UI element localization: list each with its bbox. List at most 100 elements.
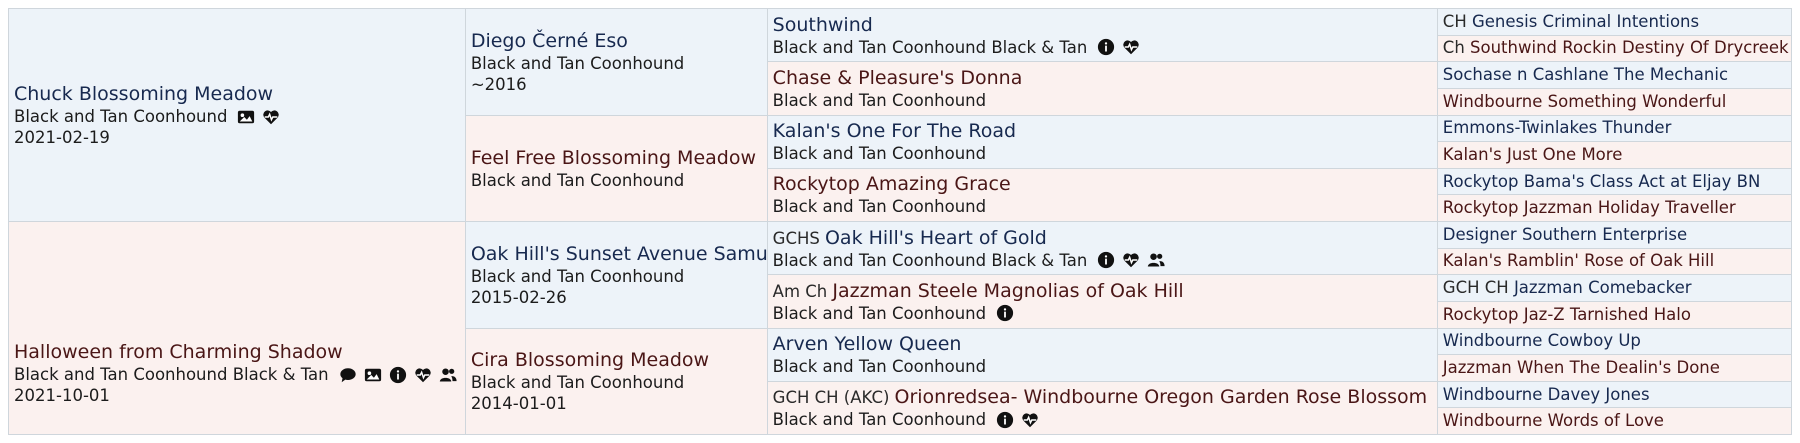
- heart-pulse-icon[interactable]: [262, 108, 280, 126]
- dsd-title: Am Ch: [772, 281, 828, 301]
- ssss-title: CH: [1442, 11, 1467, 31]
- sssd-title: Ch: [1442, 38, 1465, 58]
- dsds-cell: GCH CH Jazzman Comebacker: [1436, 274, 1793, 302]
- sssd-name-link[interactable]: Southwind Rockin Destiny Of Drycreek: [1470, 38, 1789, 58]
- dam-dam-name-link[interactable]: Cira Blossoming Meadow: [470, 349, 710, 372]
- sire-cell: Chuck Blossoming Meadow Black and Tan Co…: [8, 8, 466, 222]
- sds-cell: Kalan's One For The Road Black and Tan C…: [766, 114, 1438, 169]
- dam-dam-cell: Cira Blossoming Meadow Black and Tan Coo…: [464, 327, 768, 435]
- sss-cell: Southwind Black and Tan Coonhound Black …: [766, 7, 1438, 63]
- ssdd-cell: Windbourne Something Wonderful: [1436, 87, 1793, 116]
- dsss-cell: Designer Southern Enterprise: [1436, 221, 1793, 249]
- info-icon[interactable]: [996, 411, 1014, 429]
- sdd-cell: Rockytop Amazing Grace Black and Tan Coo…: [766, 167, 1438, 223]
- sire-name-link[interactable]: Chuck Blossoming Meadow: [14, 83, 274, 105]
- sss-breed: Black and Tan Coonhound Black & Tan: [772, 37, 1088, 57]
- sire-birthdate: 2021-02-19: [14, 128, 110, 147]
- dam-name-link[interactable]: Halloween from Charming Shadow: [14, 341, 343, 363]
- sire-dam-name-link[interactable]: Feel Free Blossoming Meadow: [470, 146, 756, 169]
- ddsd-cell: Jazzman When The Dealin's Done: [1436, 354, 1793, 382]
- dsd-cell: Am Ch Jazzman Steele Magnolias of Oak Hi…: [766, 274, 1438, 329]
- comment-icon[interactable]: [339, 366, 357, 384]
- info-icon[interactable]: [389, 366, 407, 384]
- dddd-cell: Windbourne Words of Love: [1436, 407, 1793, 435]
- dss-cell: GCHS Oak Hill's Heart of Gold Black and …: [766, 220, 1438, 276]
- sdd-breed: Black and Tan Coonhound: [772, 197, 987, 217]
- users-icon[interactable]: [439, 366, 457, 384]
- dam-sire-cell: Oak Hill's Sunset Avenue Samu Black and …: [464, 221, 768, 329]
- heart-pulse-icon[interactable]: [1122, 251, 1140, 269]
- heart-pulse-icon[interactable]: [1021, 411, 1039, 429]
- ssd-breed: Black and Tan Coonhound: [772, 90, 987, 110]
- ssds-name-link[interactable]: Sochase n Cashlane The Mechanic: [1442, 65, 1729, 85]
- dsds-title: GCH CH: [1442, 278, 1509, 298]
- dsss-name-link[interactable]: Designer Southern Enterprise: [1442, 224, 1688, 244]
- dss-name-link[interactable]: Oak Hill's Heart of Gold: [824, 226, 1047, 249]
- sire-sire-date: ~2016: [470, 74, 527, 94]
- ssds-cell: Sochase n Cashlane The Mechanic: [1436, 61, 1793, 89]
- dss-title: GCHS: [772, 228, 820, 248]
- sire-dam-breed: Black and Tan Coonhound: [470, 170, 685, 190]
- dsds-name-link[interactable]: Jazzman Comebacker: [1513, 278, 1692, 298]
- sdsd-cell: Kalan's Just One More: [1436, 141, 1793, 169]
- ddds-name-link[interactable]: Windbourne Davey Jones: [1442, 384, 1650, 404]
- dam-dam-date: 2014-01-01: [470, 394, 567, 414]
- info-icon[interactable]: [1097, 251, 1115, 269]
- sire-dam-cell: Feel Free Blossoming Meadow Black and Ta…: [464, 114, 768, 222]
- info-icon[interactable]: [996, 304, 1014, 322]
- sdd-name-link[interactable]: Rockytop Amazing Grace: [772, 173, 1011, 196]
- pedigree-table: Chuck Blossoming Meadow Black and Tan Co…: [8, 7, 1793, 436]
- dsdd-name-link[interactable]: Rockytop Jaz-Z Tarnished Halo: [1442, 304, 1691, 324]
- ssdd-name-link[interactable]: Windbourne Something Wonderful: [1442, 91, 1727, 111]
- dds-breed: Black and Tan Coonhound: [772, 357, 987, 377]
- dssd-name-link[interactable]: Kalan's Ramblin' Rose of Oak Hill: [1442, 251, 1715, 271]
- sds-name-link[interactable]: Kalan's One For The Road: [772, 120, 1017, 143]
- ddss-name-link[interactable]: Windbourne Cowboy Up: [1442, 331, 1641, 351]
- heart-pulse-icon[interactable]: [414, 366, 432, 384]
- dam-breed: Black and Tan Coonhound Black & Tan: [14, 365, 329, 384]
- sdds-name-link[interactable]: Rockytop Bama's Class Act at Eljay BN: [1442, 171, 1761, 191]
- dam-cell: Halloween from Charming Shadow Black and…: [8, 221, 466, 435]
- ssd-cell: Chase & Pleasure's Donna Black and Tan C…: [766, 61, 1438, 116]
- info-icon[interactable]: [1097, 38, 1115, 56]
- sss-name-link[interactable]: Southwind: [772, 13, 873, 36]
- sire-sire-breed: Black and Tan Coonhound: [470, 53, 685, 73]
- sire-sire-cell: Diego Černé Eso Black and Tan Coonhound …: [464, 8, 768, 116]
- sdss-cell: Emmons-Twinlakes Thunder: [1436, 114, 1793, 143]
- ddd-cell: GCH CH (AKC) Orionredsea- Windbourne Ore…: [766, 380, 1438, 436]
- image-icon[interactable]: [237, 108, 255, 126]
- dam-sire-name-link[interactable]: Oak Hill's Sunset Avenue Samu: [470, 242, 768, 265]
- dsd-name-link[interactable]: Jazzman Steele Magnolias of Oak Hill: [832, 279, 1184, 302]
- sdsd-name-link[interactable]: Kalan's Just One More: [1442, 144, 1623, 164]
- sssd-cell: Ch Southwind Rockin Destiny Of Drycreek: [1436, 34, 1793, 63]
- ssss-cell: CH Genesis Criminal Intentions: [1436, 8, 1793, 36]
- dds-cell: Arven Yellow Queen Black and Tan Coonhou…: [766, 327, 1438, 382]
- dssd-cell: Kalan's Ramblin' Rose of Oak Hill: [1436, 247, 1793, 276]
- ddss-cell: Windbourne Cowboy Up: [1436, 327, 1793, 356]
- sds-breed: Black and Tan Coonhound: [772, 144, 987, 164]
- sddd-cell: Rockytop Jazzman Holiday Traveller: [1436, 194, 1793, 222]
- dss-breed: Black and Tan Coonhound Black & Tan: [772, 250, 1088, 270]
- sdds-cell: Rockytop Bama's Class Act at Eljay BN: [1436, 167, 1793, 196]
- dam-birthdate: 2021-10-01: [14, 386, 110, 405]
- sire-sire-name-link[interactable]: Diego Černé Eso: [470, 29, 628, 52]
- dddd-name-link[interactable]: Windbourne Words of Love: [1442, 411, 1664, 431]
- dam-sire-date: 2015-02-26: [470, 287, 567, 307]
- dam-sire-breed: Black and Tan Coonhound: [470, 266, 685, 286]
- ddd-name-link[interactable]: Orionredsea- Windbourne Oregon Garden Ro…: [894, 386, 1428, 409]
- heart-pulse-icon[interactable]: [1122, 38, 1140, 56]
- ddds-cell: Windbourne Davey Jones: [1436, 380, 1793, 409]
- sddd-name-link[interactable]: Rockytop Jazzman Holiday Traveller: [1442, 198, 1736, 218]
- ddsd-name-link[interactable]: Jazzman When The Dealin's Done: [1442, 357, 1720, 377]
- ddd-breed: Black and Tan Coonhound: [772, 410, 987, 430]
- image-icon[interactable]: [364, 366, 382, 384]
- users-icon[interactable]: [1147, 251, 1165, 269]
- sire-breed: Black and Tan Coonhound: [14, 107, 228, 126]
- dds-name-link[interactable]: Arven Yellow Queen: [772, 333, 962, 356]
- dsd-breed: Black and Tan Coonhound: [772, 303, 987, 323]
- ssd-name-link[interactable]: Chase & Pleasure's Donna: [772, 66, 1023, 89]
- ddd-title: GCH CH (AKC): [772, 388, 890, 408]
- ssss-name-link[interactable]: Genesis Criminal Intentions: [1471, 11, 1700, 31]
- dsdd-cell: Rockytop Jaz-Z Tarnished Halo: [1436, 300, 1793, 329]
- sdss-name-link[interactable]: Emmons-Twinlakes Thunder: [1442, 118, 1672, 138]
